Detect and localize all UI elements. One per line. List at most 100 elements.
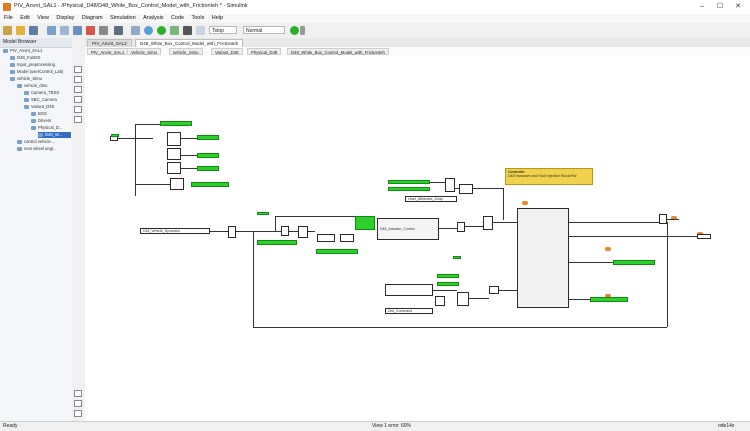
from-tag[interactable] (388, 187, 430, 191)
constant-block[interactable] (385, 284, 433, 296)
breadcrumb-item[interactable]: vehicle_Simu (169, 48, 203, 55)
outport-block[interactable] (659, 214, 667, 224)
simulation-mode-select[interactable]: Normal (243, 26, 285, 34)
close-button[interactable]: ✕ (735, 3, 741, 10)
tab-d48-white-box[interactable]: D48_White_Box_Control_Model_with_Frictio… (135, 39, 244, 47)
tab-piv-anvnt[interactable]: PIV_Anvnt_SAL2 (87, 39, 132, 47)
breadcrumb-item[interactable]: Variant_D48 (211, 48, 243, 55)
tree-item[interactable]: vehicle_dmu (17, 83, 48, 89)
camera-icon[interactable] (74, 390, 82, 397)
breadcrumb-item[interactable]: PIV_Anvnt_SAL1 (87, 48, 129, 55)
step-forward-icon[interactable] (170, 26, 179, 35)
menu-analysis[interactable]: Analysis (143, 15, 164, 21)
menu-code[interactable]: Code (170, 15, 185, 21)
gain-block[interactable] (167, 132, 181, 146)
menu-simulation[interactable]: Simulation (109, 15, 136, 21)
tree-item[interactable]: SBC_Camera (24, 97, 57, 103)
up-arrow-icon[interactable] (73, 26, 82, 35)
menu-display[interactable]: Display (56, 15, 75, 21)
switch-block[interactable] (483, 216, 493, 230)
menu-edit[interactable]: Edit (20, 15, 30, 21)
chevron-down-icon[interactable] (300, 26, 305, 35)
tree-item[interactable]: control vehicle ... (17, 139, 55, 145)
breadcrumb-item[interactable]: Physical_D48 (247, 48, 282, 55)
data-inspector-icon[interactable] (196, 26, 205, 35)
area-icon[interactable] (74, 116, 82, 123)
tree-item[interactable]: Input_preprocessing (10, 62, 55, 68)
image-icon[interactable] (74, 106, 82, 113)
library-browser-icon[interactable] (86, 26, 95, 35)
breadcrumb-item[interactable]: Vehicle_Simu (127, 48, 162, 55)
chart-block[interactable]: chart_Attributes_Array (405, 196, 457, 202)
tree-item[interactable]: vehicle_Simu (10, 76, 42, 82)
from-tag[interactable] (437, 282, 459, 286)
subsystem-block[interactable]: D48_Actuator_Control (377, 218, 439, 240)
switch-block[interactable] (445, 178, 455, 192)
goto-tag[interactable] (613, 260, 655, 265)
menu-file[interactable]: File (4, 15, 13, 21)
product-block[interactable] (281, 226, 289, 236)
gain-block[interactable] (317, 234, 335, 242)
run-icon[interactable] (157, 26, 166, 35)
gain-block[interactable] (167, 148, 181, 160)
model-canvas[interactable]: Controller D48 Hardware and Fault Inject… (85, 56, 750, 421)
arrow-right-icon[interactable] (74, 86, 82, 93)
zoom-in-icon[interactable] (74, 66, 82, 73)
gain-block[interactable] (167, 162, 181, 174)
tree-item[interactable]: D48_FastS0 (10, 55, 40, 61)
save-icon[interactable] (29, 26, 38, 35)
tree-item[interactable]: next wheel angl... (17, 146, 57, 152)
signal-tag[interactable] (111, 134, 119, 137)
back-arrow-icon[interactable] (47, 26, 56, 35)
goto-tag[interactable] (590, 297, 628, 302)
tree-item[interactable]: BOS (31, 111, 47, 117)
stop-icon[interactable] (183, 26, 192, 35)
bus-selector-block[interactable] (355, 216, 375, 230)
unit-delay-block[interactable] (457, 222, 465, 232)
switch-block[interactable] (298, 226, 308, 238)
vehicle-dynamics-subsystem[interactable] (517, 208, 569, 308)
gain-block[interactable] (170, 178, 184, 190)
maximize-button[interactable]: ☐ (716, 3, 724, 10)
goto-tag[interactable] (160, 121, 192, 126)
gain-block[interactable] (340, 234, 354, 242)
product-block[interactable] (435, 296, 445, 306)
switch-block[interactable] (457, 292, 469, 306)
collapse-icon[interactable] (74, 410, 82, 417)
open-folder-icon[interactable] (16, 26, 25, 35)
tree-item[interactable]: Variant_D48 (24, 104, 54, 110)
signal-spec-block[interactable]: D48_Vehicle_Dynamics (140, 228, 210, 234)
step-back-icon[interactable] (131, 26, 140, 35)
goto-tag[interactable] (197, 166, 219, 171)
goto-tag[interactable] (316, 249, 358, 254)
signal-tag[interactable] (257, 212, 269, 215)
step-icon[interactable] (144, 26, 153, 35)
tree-item-selected[interactable]: D48_W... (38, 132, 71, 138)
tree-item[interactable]: PIV_Anvnt_SAL1 (3, 48, 42, 54)
goto-tag[interactable] (191, 182, 229, 187)
explorer-bar-icon[interactable] (74, 400, 82, 407)
minimize-button[interactable]: – (700, 3, 704, 10)
new-model-icon[interactable] (3, 26, 12, 35)
forward-arrow-icon[interactable] (60, 26, 69, 35)
fit-to-view-icon[interactable] (74, 76, 82, 83)
diagnostic-link[interactable]: View 1 error (372, 423, 399, 429)
menu-help[interactable]: Help (211, 15, 224, 21)
solver-name[interactable]: ode14x (718, 423, 735, 429)
breadcrumb-item[interactable]: D48_White_Box_Control_Model_with_Frictio… (287, 48, 389, 55)
menu-tools[interactable]: Tools (191, 15, 205, 21)
tree-item[interactable]: Model (userControl_Lab) (10, 69, 63, 75)
model-advisor-icon[interactable] (290, 26, 299, 35)
annotation-note[interactable]: Controller D48 Hardware and Fault Inject… (505, 168, 593, 185)
gain-block[interactable] (459, 184, 473, 194)
from-tag[interactable] (388, 180, 430, 184)
tree-item[interactable]: Physical_D... (31, 125, 62, 131)
constant-block[interactable]: Dist_Command (385, 308, 433, 314)
settings-gear-icon[interactable] (99, 26, 108, 35)
signal-tag[interactable] (453, 256, 461, 259)
tree-item[interactable]: Camera_TBSS (24, 90, 59, 96)
menu-diagram[interactable]: Diagram (81, 15, 103, 21)
sum-block[interactable] (228, 226, 236, 238)
sum-block[interactable] (489, 286, 499, 294)
menu-view[interactable]: View (37, 15, 49, 21)
